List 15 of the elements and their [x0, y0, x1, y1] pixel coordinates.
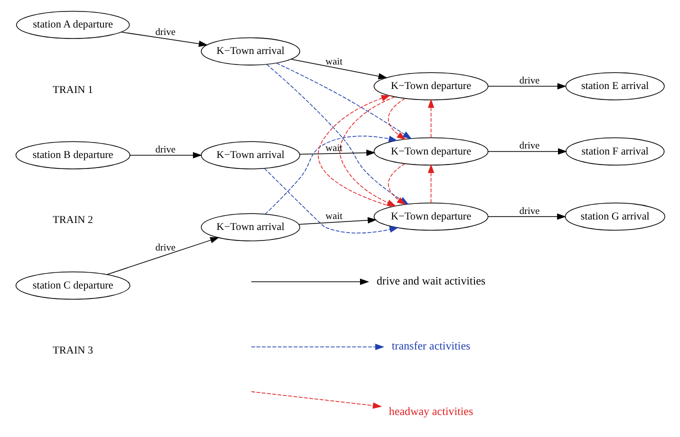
edge-label: drive	[154, 144, 176, 156]
label: TRAIN 2	[52, 215, 93, 226]
edge-label: drive	[518, 76, 540, 87]
legend-label: transfer activities	[391, 340, 470, 353]
edge-label: drive	[518, 140, 540, 152]
label: TRAIN 3	[52, 346, 93, 357]
legend-label: drive and wait activities	[376, 275, 485, 288]
edge-label: drive	[154, 27, 176, 38]
edge-label: drive	[154, 242, 176, 254]
edge-label: drive	[518, 206, 540, 217]
legend-label: headway activities	[388, 406, 473, 418]
edge-label: wait	[325, 211, 342, 222]
edge-label: wait	[325, 56, 342, 68]
edge-label: wait	[325, 142, 342, 154]
label: TRAIN 1	[52, 84, 93, 96]
